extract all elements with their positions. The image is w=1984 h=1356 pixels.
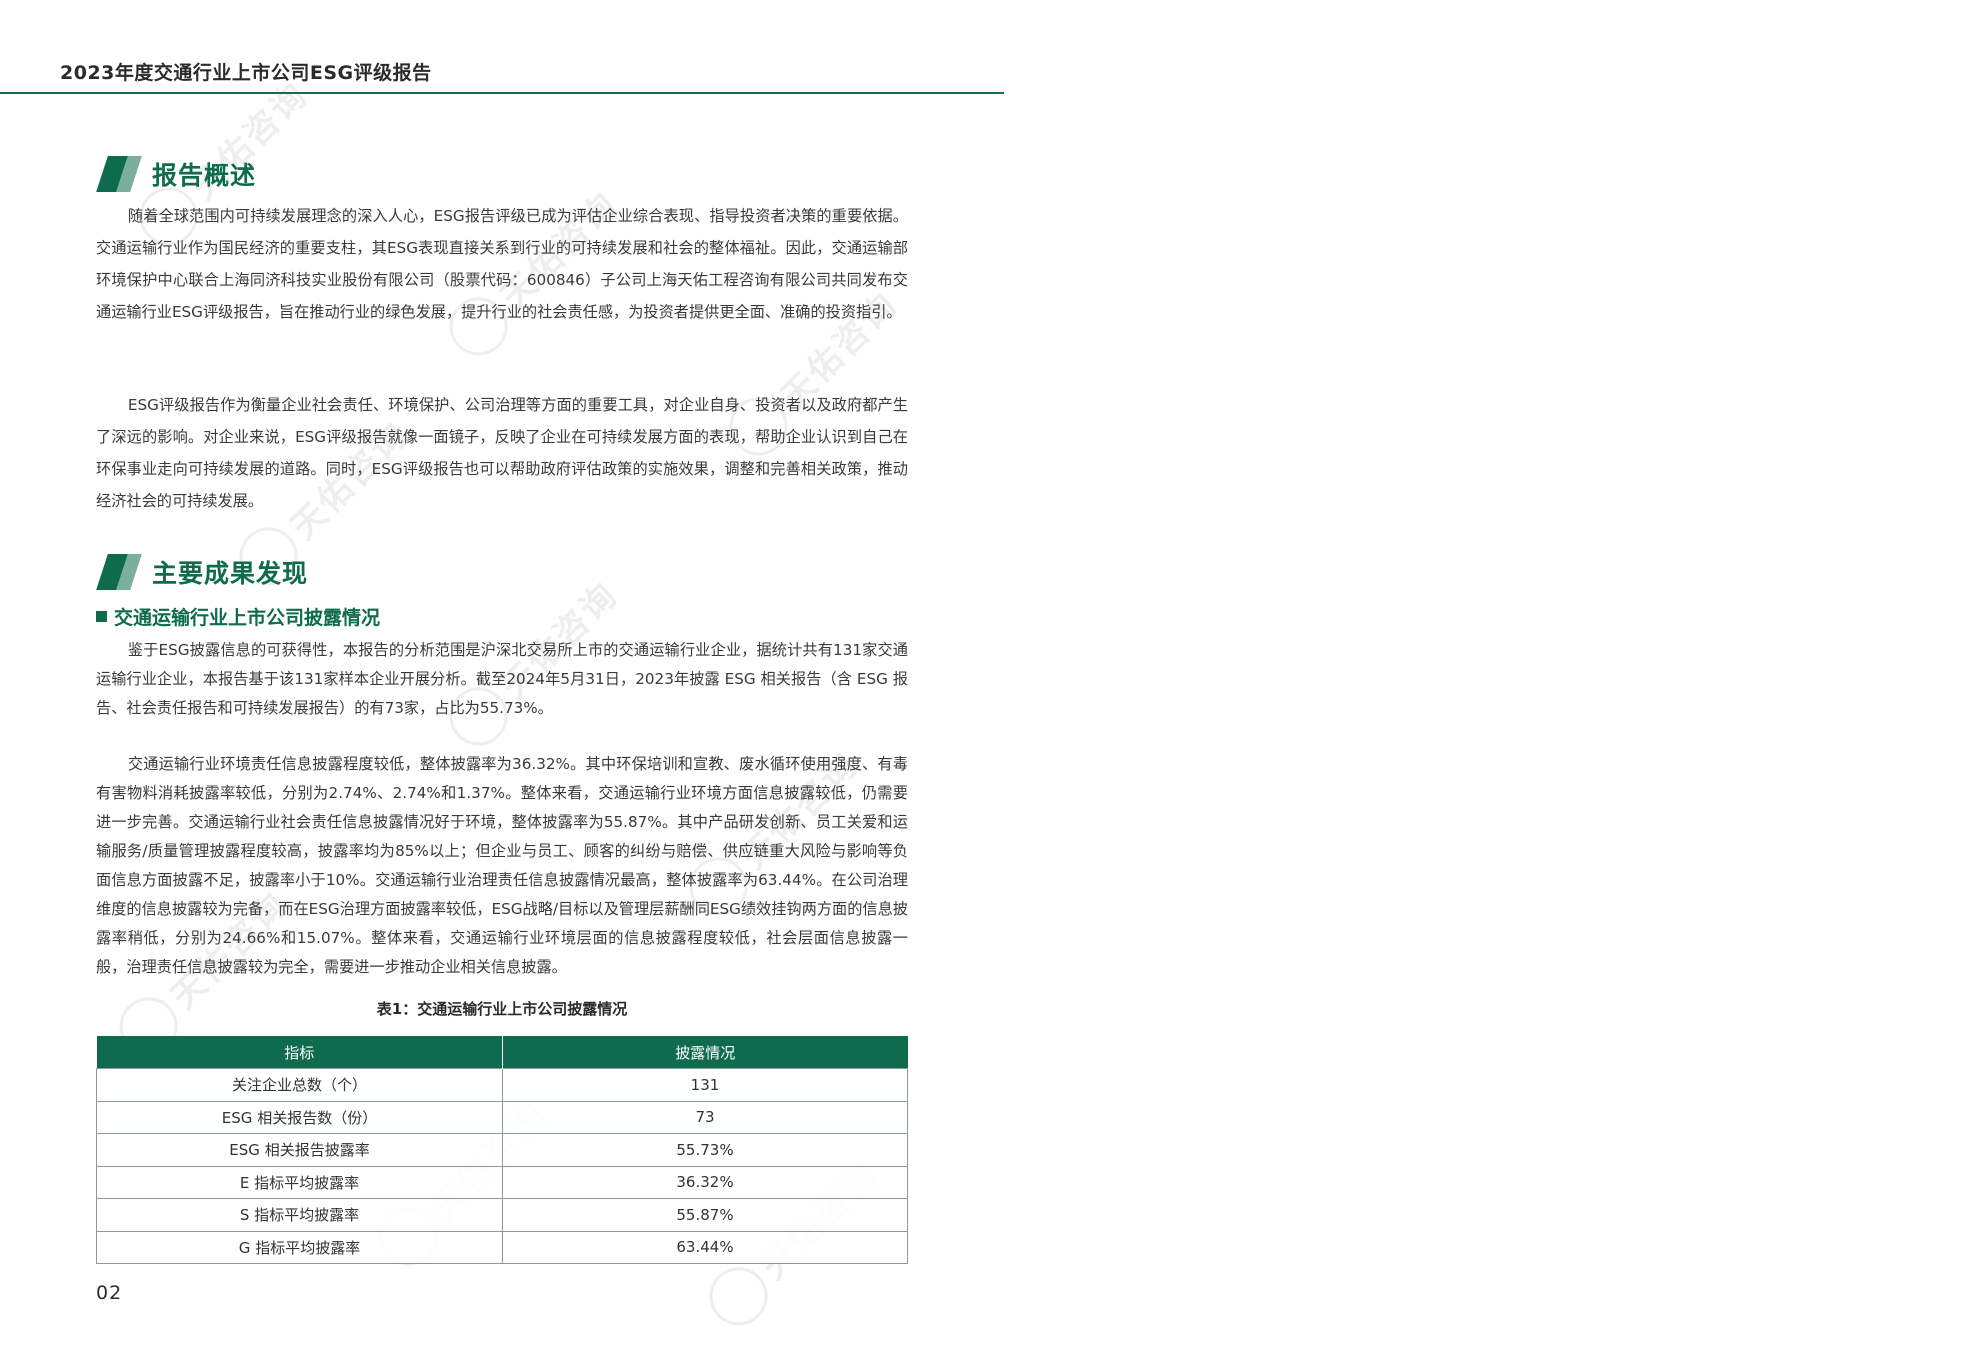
table-cell-value: 55.87% <box>502 1198 908 1232</box>
table-cell-value: 131 <box>502 1068 908 1102</box>
table-cell-indicator: S 指标平均披露率 <box>96 1198 503 1232</box>
findings-paragraph: 交通运输行业环境责任信息披露程度较低，整体披露率为36.32%。其中环保培训和宣… <box>96 755 908 976</box>
table-row: S 指标平均披露率 55.87% <box>96 1198 908 1232</box>
table-row: ESG 相关报告数（份） 73 <box>96 1100 908 1134</box>
table-cell-value: 73 <box>502 1100 908 1134</box>
overview-paragraph: ESG评级报告作为衡量企业社会责任、环境保护、公司治理等方面的重要工具，对企业自… <box>96 396 908 510</box>
table-cell-value: 63.44% <box>502 1230 908 1264</box>
table-header-cell: 指标 <box>96 1036 503 1069</box>
table-cell-indicator: 关注企业总数（个） <box>96 1068 503 1102</box>
table-cell-indicator: G 指标平均披露率 <box>96 1230 503 1264</box>
disclosure-table: 指标 披露情况 关注企业总数（个） 131 ESG 相关报告数（份） 73 ES… <box>96 1036 908 1264</box>
table-row: ESG 相关报告披露率 55.73% <box>96 1133 908 1167</box>
section-title: 主要成果发现 <box>152 559 309 588</box>
table-cell-indicator: E 指标平均披露率 <box>96 1165 503 1199</box>
page-number: 02 <box>96 1282 123 1304</box>
table-row: E 指标平均披露率 36.32% <box>96 1165 908 1199</box>
heading-stripes-icon <box>96 552 148 592</box>
report-header-title: 2023年度交通行业上市公司ESG评级报告 <box>60 62 432 84</box>
findings-paragraph: 鉴于ESG披露信息的可获得性，本报告的分析范围是沪深北交易所上市的交通运输行业企… <box>96 641 908 717</box>
table-caption: 表1：交通运输行业上市公司披露情况 <box>376 1000 628 1018</box>
heading-stripes-icon <box>96 154 148 194</box>
table-cell-value: 36.32% <box>502 1165 908 1199</box>
header-divider <box>0 92 1004 94</box>
report-page: 天佑咨询 天佑咨询 天佑咨询 天佑咨询 天佑咨询 天佑咨询 天佑咨询 天佑咨询 … <box>0 62 1004 1338</box>
table-row: 关注企业总数（个） 131 <box>96 1068 908 1102</box>
table-header-row: 指标 披露情况 <box>96 1036 908 1069</box>
table-header-cell: 披露情况 <box>502 1036 908 1069</box>
subheading-text: 交通运输行业上市公司披露情况 <box>114 607 381 629</box>
table-cell-indicator: ESG 相关报告披露率 <box>96 1133 503 1167</box>
section-heading-findings: 主要成果发现 <box>96 552 308 592</box>
findings-subheading: 交通运输行业上市公司披露情况 <box>96 603 380 630</box>
section-title: 报告概述 <box>152 161 257 190</box>
section-heading-overview: 报告概述 <box>96 154 256 194</box>
square-bullet-icon <box>96 611 107 622</box>
table-cell-value: 55.73% <box>502 1133 908 1167</box>
overview-paragraph: 随着全球范围内可持续发展理念的深入人心，ESG报告评级已成为评估企业综合表现、指… <box>96 207 908 321</box>
table-row: G 指标平均披露率 63.44% <box>96 1230 908 1264</box>
table-cell-indicator: ESG 相关报告数（份） <box>96 1100 503 1134</box>
seal-ring-icon <box>697 1255 780 1338</box>
